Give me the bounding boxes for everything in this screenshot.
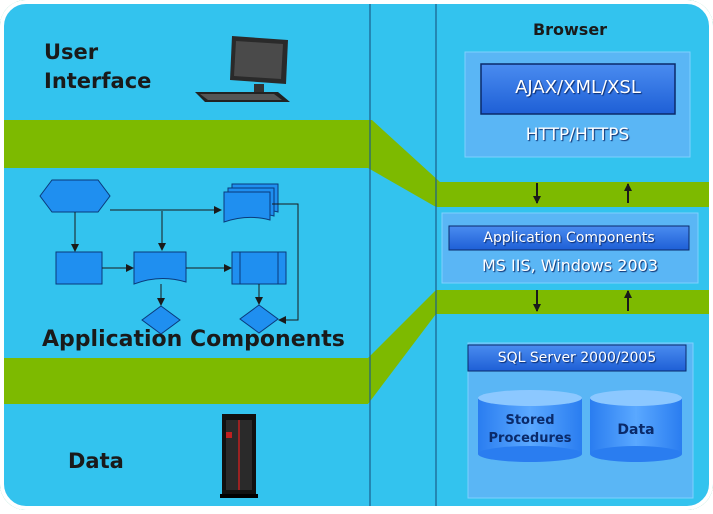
database-data-label: Data [617, 422, 655, 438]
http-label: HTTP/HTTPS [525, 125, 630, 145]
flow-decision-2 [239, 304, 279, 334]
flow-document [133, 251, 187, 285]
flow-process-box [55, 251, 103, 285]
ajax-label: AJAX/XML/XSL [515, 77, 641, 98]
browser-title: Browser [532, 20, 608, 39]
computer-icon [195, 36, 290, 102]
app-components-box [448, 225, 690, 251]
sql-server-label: SQL Server 2000/2005 [497, 350, 657, 366]
flow-multi-document [223, 183, 279, 223]
flow-predefined-process [231, 251, 287, 285]
data-cylinder [590, 390, 682, 462]
user-interface-label: User Interface [44, 40, 152, 93]
data-label: Data [68, 449, 124, 473]
ajax-box [480, 63, 676, 115]
flow-decision-1 [141, 305, 181, 335]
platform-label: MS IIS, Windows 2003 [481, 256, 659, 275]
server-icon [220, 414, 258, 498]
flowchart [39, 179, 299, 335]
sql-server-box [467, 344, 687, 372]
flow-start-hexagon [39, 179, 111, 213]
application-components-label: Application Components [42, 327, 345, 352]
app-components-server-label: Application Components [483, 230, 655, 246]
stored-procedures-cylinder [478, 390, 582, 462]
flow-loop-arrow [272, 203, 299, 324]
stored-procedures-label: Stored Procedures [488, 413, 572, 446]
